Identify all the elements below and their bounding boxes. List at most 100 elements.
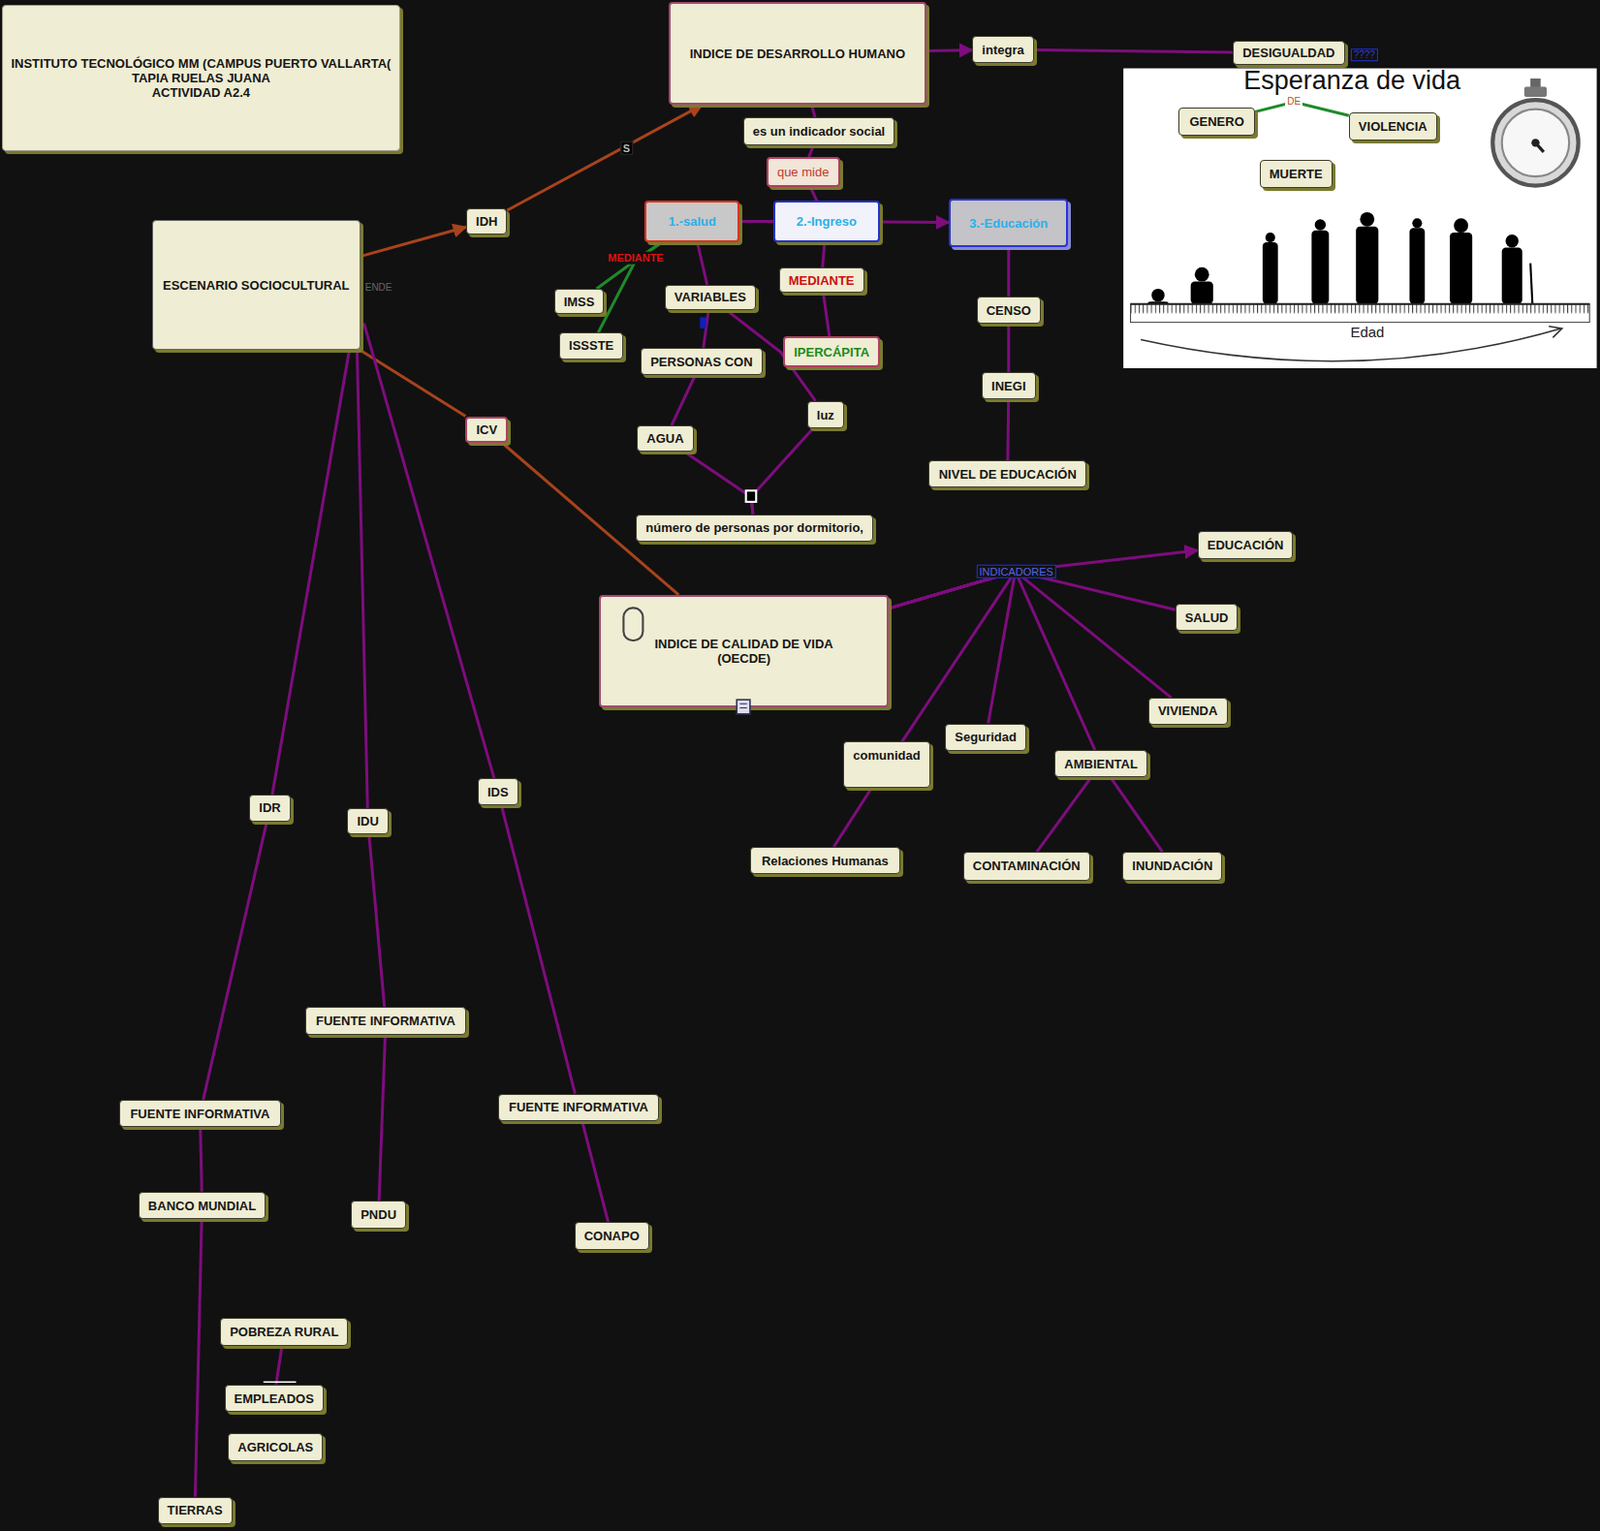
node-text: luz xyxy=(816,407,835,423)
concept-box: ISSSTE xyxy=(559,332,624,359)
connector-label: MEDIANTE xyxy=(605,251,665,265)
illustration-part xyxy=(1453,218,1469,233)
concept-box: FUENTE INFORMATIVA xyxy=(119,1099,281,1128)
concept-box: VIOLENCIA xyxy=(1349,112,1438,141)
illustration-part xyxy=(1530,78,1541,88)
main-concept-box: INDICE DE DESARROLLO HUMANO xyxy=(668,1,927,105)
illustration-part xyxy=(739,707,747,709)
node-text: INDICE DE DESARROLLO HUMANO xyxy=(690,46,906,62)
connector xyxy=(696,242,707,285)
concept-box: EMPLEADOS xyxy=(224,1384,324,1412)
concept-box: 2.-Ingreso xyxy=(773,200,880,242)
connector xyxy=(1005,399,1010,461)
connector xyxy=(1034,50,1234,54)
node-text: MUERTE xyxy=(1269,166,1323,182)
picture-title: Esperanza de vida xyxy=(1241,66,1463,97)
concept-box: IDH xyxy=(466,208,507,235)
connector xyxy=(812,104,816,118)
connector xyxy=(879,219,950,224)
main-concept-box: INDICE DE CALIDAD DE VIDA (OECDE) xyxy=(598,595,889,708)
node-text: ISSSTE xyxy=(568,338,614,353)
concept-box: IPERCÁPITA xyxy=(783,336,880,368)
concept-box: Seguridad xyxy=(944,723,1027,752)
concept-box: EDUCACIÓN xyxy=(1197,531,1294,560)
concept-box: BANCO MUNDIAL xyxy=(138,1192,266,1220)
connector xyxy=(203,821,268,1101)
node-text: IDS xyxy=(487,784,509,800)
concept-box: integra xyxy=(972,35,1034,63)
node-text: ICV xyxy=(475,422,498,438)
connector xyxy=(200,1128,203,1193)
concept-box: INUNDACIÓN xyxy=(1122,851,1223,880)
connector xyxy=(671,376,695,427)
node-text: AGRICOLAS xyxy=(237,1440,314,1455)
concept-box: IDR xyxy=(249,794,290,821)
node-text: FUENTE INFORMATIVA xyxy=(508,1099,649,1115)
node-text: DESIGUALDAD xyxy=(1242,45,1335,61)
root-concept-box: ESCENARIO SOCIOCULTURAL xyxy=(152,219,361,350)
concept-box: ICV xyxy=(465,416,508,443)
concept-box: VARIABLES xyxy=(664,284,756,311)
node-text: INSTITUTO TECNOLÓGICO MM (CAMPUS PUERTO … xyxy=(10,56,391,71)
connector xyxy=(888,571,1172,699)
concept-box: PNDU xyxy=(350,1200,407,1228)
illustration-part xyxy=(1130,303,1591,306)
concept-box: PERSONAS CON xyxy=(640,347,762,376)
connector xyxy=(888,571,1016,724)
connector xyxy=(833,787,872,848)
illustration-part xyxy=(1191,282,1214,305)
illustration-part xyxy=(1449,232,1473,305)
connector-label: DE xyxy=(1285,96,1303,109)
illustration-part xyxy=(1530,263,1533,305)
node-text: MEDIANTE xyxy=(788,273,855,288)
node-text: FUENTE INFORMATIVA xyxy=(129,1106,270,1122)
illustration-part xyxy=(1262,242,1279,305)
node-text: VARIABLES xyxy=(674,289,747,305)
concept-box: comunidad xyxy=(843,741,930,787)
connector xyxy=(1036,777,1092,852)
node-text: AMBIENTAL xyxy=(1064,756,1138,772)
concept-box: SALUD xyxy=(1175,603,1239,630)
connector xyxy=(703,310,709,348)
node-text: que mide xyxy=(777,164,829,180)
illustration-part xyxy=(1130,304,1591,323)
node-text: número de personas por dormitorio, xyxy=(645,520,864,535)
age-silhouettes xyxy=(1147,212,1533,305)
concept-box: Relaciones Humanas xyxy=(750,847,901,875)
illustration-part xyxy=(1355,226,1379,305)
node-text: EDUCACIÓN xyxy=(1207,537,1285,553)
concept-box: CONAPO xyxy=(574,1222,650,1250)
concept-box: MEDIANTE xyxy=(779,267,865,293)
illustration-part xyxy=(1359,212,1375,227)
concept-box: IMSS xyxy=(554,288,605,314)
concept-box: INEGI xyxy=(981,372,1036,399)
connector xyxy=(501,805,575,1095)
illustration-part xyxy=(1315,219,1326,230)
connector xyxy=(1110,777,1163,852)
concept-box: luz xyxy=(807,401,845,429)
illustration-part xyxy=(739,703,747,705)
concept-box: GENERO xyxy=(1178,107,1255,136)
concept-box: FUENTE INFORMATIVA xyxy=(498,1094,659,1122)
illustration-part xyxy=(1265,232,1276,243)
node-text: NIVEL DE EDUCACIÓN xyxy=(939,467,1077,482)
node-text: Seguridad xyxy=(954,729,1017,745)
connector xyxy=(926,48,973,53)
stopwatch xyxy=(1492,78,1578,187)
connector-label: S xyxy=(620,140,633,156)
link-word: ENDE xyxy=(363,282,395,294)
note-marker: ???? xyxy=(1350,48,1379,63)
concept-box: AGRICOLAS xyxy=(227,1433,323,1461)
connector xyxy=(506,104,702,211)
node-text: IDH xyxy=(475,214,498,229)
node-text: EMPLEADOS xyxy=(234,1391,314,1407)
connector xyxy=(685,451,753,514)
illustration-part xyxy=(1411,218,1422,228)
node-text: INDICE DE CALIDAD DE VIDA (OECDE) xyxy=(639,636,848,666)
connector xyxy=(739,219,774,223)
concept-box: NIVEL DE EDUCACIÓN xyxy=(928,460,1087,488)
node-text: BANCO MUNDIAL xyxy=(148,1198,256,1214)
node-text: TAPIA RUELAS JUANA xyxy=(131,70,271,86)
